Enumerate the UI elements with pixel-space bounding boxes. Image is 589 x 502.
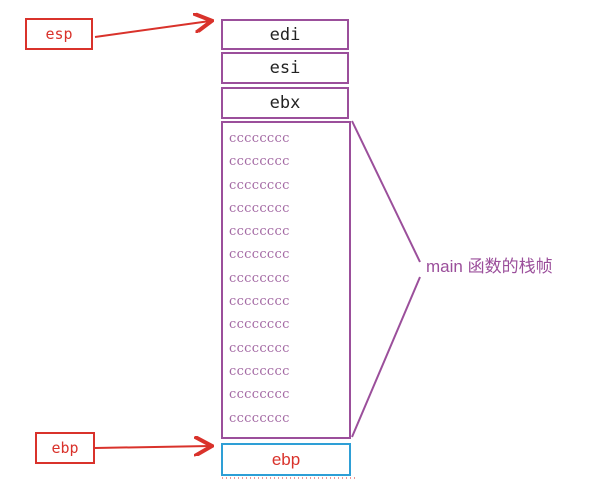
frame-row: cccccccc — [229, 340, 290, 356]
register-label: ebx — [269, 93, 301, 113]
brace-line-top — [351, 120, 421, 263]
esp-arrow — [94, 21, 210, 38]
esp-pointer-label: esp — [25, 18, 93, 50]
frame-row: cccccccc — [229, 154, 290, 170]
ebp-label-text: ebp — [51, 439, 79, 457]
frame-row: cccccccc — [229, 177, 290, 193]
register-label: edi — [269, 24, 301, 45]
register-label: esi — [269, 58, 301, 78]
frame-row: cccccccc — [229, 317, 290, 333]
ebp-cell-label: ebp — [271, 449, 301, 469]
frame-row: cccccccc — [229, 363, 290, 379]
stack-cell-ebp: ebp — [221, 443, 351, 476]
stack-cell-ebx: ebx — [221, 87, 349, 119]
ebp-arrow — [94, 446, 210, 448]
esp-label-text: esp — [45, 25, 73, 43]
frame-row: cccccccc — [229, 270, 290, 286]
frame-row: cccccccc — [229, 224, 290, 240]
frame-row: cccccccc — [229, 131, 290, 146]
frame-row: cccccccc — [229, 247, 290, 263]
stack-cell-esi: esi — [221, 52, 349, 84]
stack-cell-edi: edi — [221, 19, 349, 50]
frame-row: cccccccc — [229, 200, 290, 216]
frame-annotation: main 函数的栈帧 — [426, 257, 553, 276]
frame-row: cccccccc — [229, 294, 290, 310]
brace-line-bottom — [351, 276, 421, 438]
frame-row: cccccccc — [229, 387, 290, 403]
ebp-pointer-label: ebp — [35, 432, 95, 464]
frame-row: cccccccc — [229, 410, 290, 426]
stack-frame-region: cccccccc cccccccc cccccccc cccccccc cccc… — [221, 121, 351, 439]
